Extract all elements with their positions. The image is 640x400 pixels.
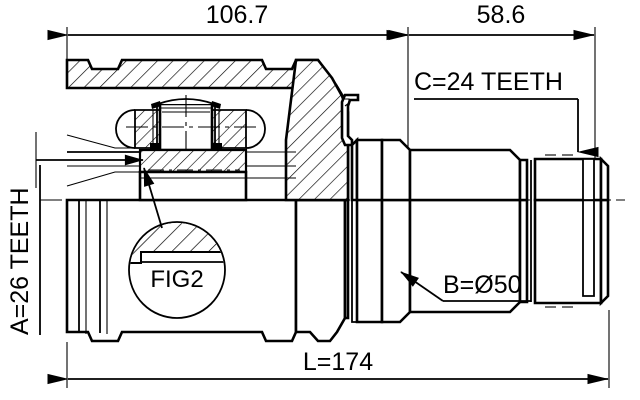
top-dimension-group: 106.7 58.6 (47, 1, 596, 200)
boot-groove-lower-a (343, 198, 350, 320)
spider-hub-section (138, 148, 248, 174)
circlip-groove-lower (582, 199, 595, 297)
boot-lip-inner-line (344, 98, 350, 107)
a-teeth-label-group: A=26 TEETH (6, 165, 41, 335)
shaft-step1-lower (380, 198, 412, 324)
housing-lower-taper (294, 198, 347, 343)
dim-label-housing-length: 106.7 (206, 1, 269, 29)
cage-lip-top-left (151, 101, 161, 109)
cage-lip-bottom-left (150, 143, 160, 150)
fig2-detail-circle (128, 221, 226, 319)
label-fig2: FIG2 (150, 266, 203, 293)
inner-web-upper (66, 134, 140, 149)
housing-section-group (65, 58, 610, 308)
shaft-end-lower (599, 198, 610, 307)
stem-shoulder-lower (355, 198, 384, 324)
tripod-roller-assembly (66, 95, 296, 202)
dim-label-overall-length: L=174 (303, 348, 373, 376)
fig2-leader-line (143, 167, 163, 229)
label-a-teeth: A=26 TEETH (6, 187, 34, 335)
spider-hub-lower (138, 170, 248, 202)
roller-track-right-round (245, 109, 266, 149)
cage-lip-bottom-right (212, 143, 222, 150)
shaft-barrel-upper (408, 148, 522, 202)
housing-outline-group (65, 198, 610, 343)
b-diameter-callout-group: B=Ø50 (400, 271, 531, 302)
a-teeth-leader-group (35, 132, 144, 188)
boot-groove-lip-upper (340, 93, 360, 147)
dim-label-shaft-length: 58.6 (477, 1, 526, 29)
cage-lip-top-right (211, 101, 221, 109)
spline-start-upper (518, 158, 529, 202)
shaft-end-upper (599, 155, 610, 202)
housing-right-taper-section (284, 58, 350, 202)
b-diameter-leader (400, 271, 444, 302)
bottom-dimension-group: L=174 (47, 310, 610, 388)
roller-track-left-round (115, 109, 136, 149)
label-b-diameter: B=Ø50 (443, 271, 522, 299)
shaft-step1-upper (380, 138, 412, 202)
stem-shoulder-upper (355, 138, 384, 202)
c-teeth-callout-group: C=24 TEETH (414, 68, 599, 158)
label-c-teeth: C=24 TEETH (414, 68, 563, 96)
roller-track-right (211, 109, 247, 149)
inner-web-lower (66, 171, 140, 187)
circlip-groove-upper (582, 158, 595, 201)
